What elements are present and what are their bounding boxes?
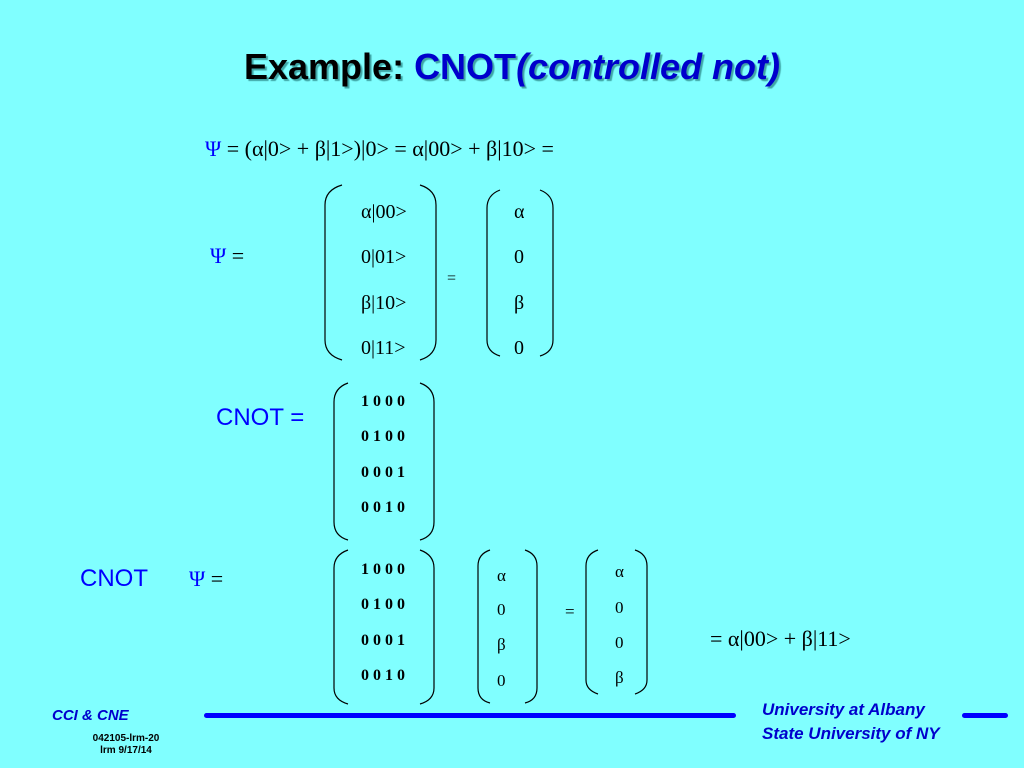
slide-title: Example: CNOT(controlled not) xyxy=(0,46,1024,88)
psi-symbol: Ψ xyxy=(189,566,206,591)
equation-2-lhs: Ψ = xyxy=(210,243,244,269)
psi-symbol: Ψ xyxy=(210,243,227,268)
vector-entry: α xyxy=(615,562,624,581)
footer-rule xyxy=(204,713,736,718)
vector-entry: 0 xyxy=(615,633,624,652)
vector-entry: β xyxy=(497,635,506,654)
footer-university-line1: University at Albany xyxy=(762,700,925,719)
equals-sign: = xyxy=(226,243,245,268)
matrix-row: 0 1 0 0 xyxy=(361,596,405,613)
vector-entry: β|10> xyxy=(361,292,407,314)
title-highlight: CNOT xyxy=(414,46,517,87)
equation-3-lhs: Ψ = xyxy=(189,566,223,592)
vector-entry: α xyxy=(497,566,506,585)
cnot-label: CNOT = xyxy=(216,404,305,431)
psi-symbol: Ψ xyxy=(205,136,222,161)
vector-entry: 0|01> xyxy=(361,246,407,268)
matrix-row: 1 0 0 0 xyxy=(361,393,405,410)
footer-code: 042105-lrm-20 xyxy=(92,733,160,744)
title-suffix: (controlled not) xyxy=(516,46,781,87)
vector-entry: 0 xyxy=(514,337,524,359)
vector-entry: 0 xyxy=(497,671,506,690)
footer-date: lrm 9/17/14 xyxy=(100,745,152,756)
vector-entry: 0 xyxy=(615,598,624,617)
vector-entry: α|00> xyxy=(361,201,407,223)
vector-entry: 0 xyxy=(514,246,524,268)
vector-entry: β xyxy=(514,292,525,314)
equation-1-rhs: = (α|0> + β|1>)|0> = α|00> + β|10> = xyxy=(221,136,554,161)
title-prefix: Example: xyxy=(243,46,415,87)
equals-sign: = xyxy=(205,566,224,591)
vector-entry: 0 xyxy=(497,600,506,619)
matrix-row: 0 1 0 0 xyxy=(361,428,405,445)
footer-org: CCI & CNE xyxy=(52,707,129,724)
cnot-label-2: CNOT xyxy=(80,565,148,592)
footer-rule-right xyxy=(962,713,1008,718)
vector-entry: β xyxy=(615,668,624,687)
vector-entry: α xyxy=(514,201,525,223)
equals-sign: = xyxy=(565,602,575,621)
matrix-row: 0 0 1 0 xyxy=(361,499,405,516)
equals-sign: = xyxy=(447,270,457,287)
equation-1: Ψ = (α|0> + β|1>)|0> = α|00> + β|10> = xyxy=(205,136,554,162)
matrix-row: 0 0 0 1 xyxy=(361,632,405,649)
footer-university: University at Albany State University of… xyxy=(762,698,940,746)
vector-entry: 0|11> xyxy=(361,337,406,359)
matrix-row: 0 0 1 0 xyxy=(361,667,405,684)
result-expression: = α|00> + β|11> xyxy=(710,626,851,651)
matrix-row: 0 0 0 1 xyxy=(361,464,405,481)
matrix-row: 1 0 0 0 xyxy=(361,561,405,578)
footer-university-line2: State University of NY xyxy=(762,724,940,743)
